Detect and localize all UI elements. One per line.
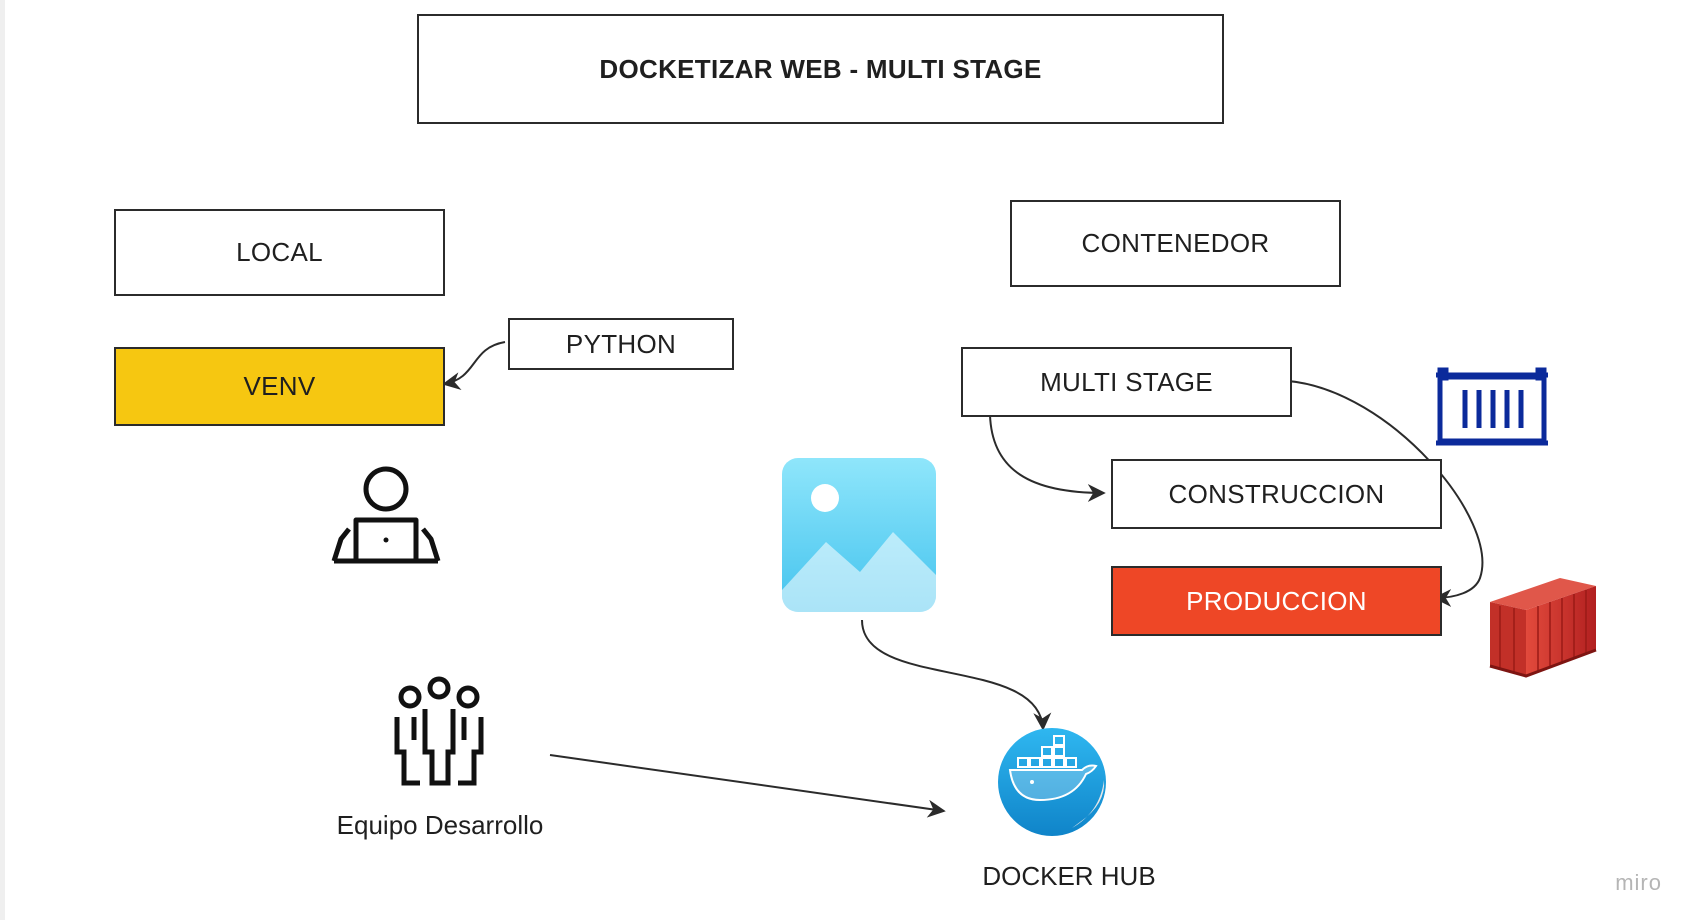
edge-python-venv [442, 341, 506, 391]
team-label: Equipo Desarrollo [336, 810, 544, 840]
team-icon [394, 676, 484, 786]
shipping-container-icon [1489, 578, 1597, 678]
edge-multistage-construccion [989, 414, 1106, 502]
diagram-title: DOCKETIZAR WEB - MULTI STAGE [417, 14, 1224, 124]
developer-laptop-icon [331, 466, 441, 564]
node-contenedor: CONTENEDOR [1010, 200, 1341, 287]
docker-whale-icon [998, 728, 1106, 836]
node-venv: VENV [114, 347, 445, 426]
edge-image-dockerhub [861, 619, 1052, 731]
node-multi-stage: MULTI STAGE [961, 347, 1292, 417]
docker-hub-label: DOCKER HUB [982, 861, 1156, 891]
node-python: PYTHON [508, 318, 734, 370]
edge-multistage-produccion [1287, 380, 1484, 607]
node-local: LOCAL [114, 209, 445, 296]
container-outline-icon [1436, 367, 1548, 446]
edge-team-dockerhub [549, 754, 946, 818]
left-edge-strip [0, 0, 5, 920]
image-placeholder-icon [782, 458, 936, 612]
miro-watermark: miro [1615, 870, 1662, 895]
node-construccion: CONSTRUCCION [1111, 459, 1442, 529]
node-produccion: PRODUCCION [1111, 566, 1442, 636]
